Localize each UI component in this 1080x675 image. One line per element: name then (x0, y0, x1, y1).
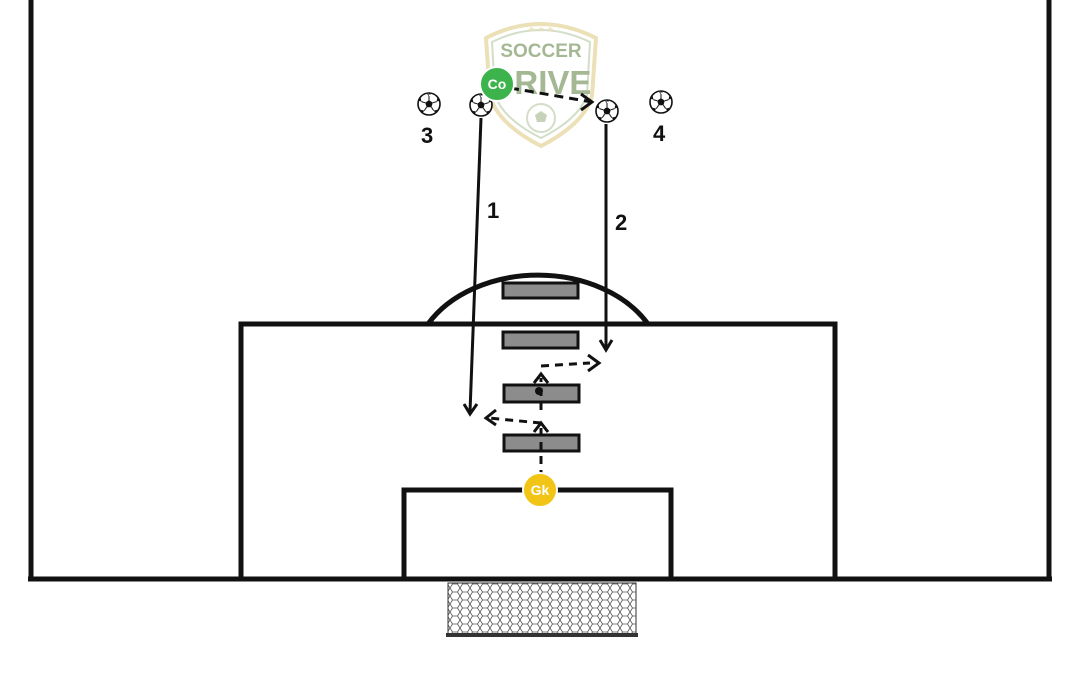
soccer-ball-icon (417, 92, 441, 116)
hurdles (501, 281, 581, 453)
penalty-arc (425, 272, 651, 326)
coach-token[interactable]: Co (479, 66, 515, 102)
soccer-ball-icon (649, 90, 673, 114)
hurdle (501, 281, 580, 300)
goal-net (446, 582, 638, 637)
coach-label: Co (488, 76, 507, 92)
goalkeeper-movement (483, 353, 602, 478)
ball-label-3: 3 (421, 123, 433, 148)
run-label-2: 2 (615, 210, 627, 235)
marker-dot (535, 387, 543, 395)
svg-text:★ ★ ★: ★ ★ ★ (528, 25, 554, 34)
soccer-ball-icon (595, 99, 619, 123)
run-2-arrow (598, 124, 614, 353)
coach-pass-arrow (509, 86, 595, 112)
logo-top-text: SOCCER (500, 41, 582, 62)
run-label-1: 1 (487, 198, 499, 223)
ball-label-4: 4 (653, 121, 666, 146)
run-1-arrow (462, 117, 483, 417)
hurdle (501, 330, 580, 350)
goalkeeper-label: Gk (531, 482, 550, 498)
goalkeeper-token[interactable]: Gk (522, 472, 558, 508)
